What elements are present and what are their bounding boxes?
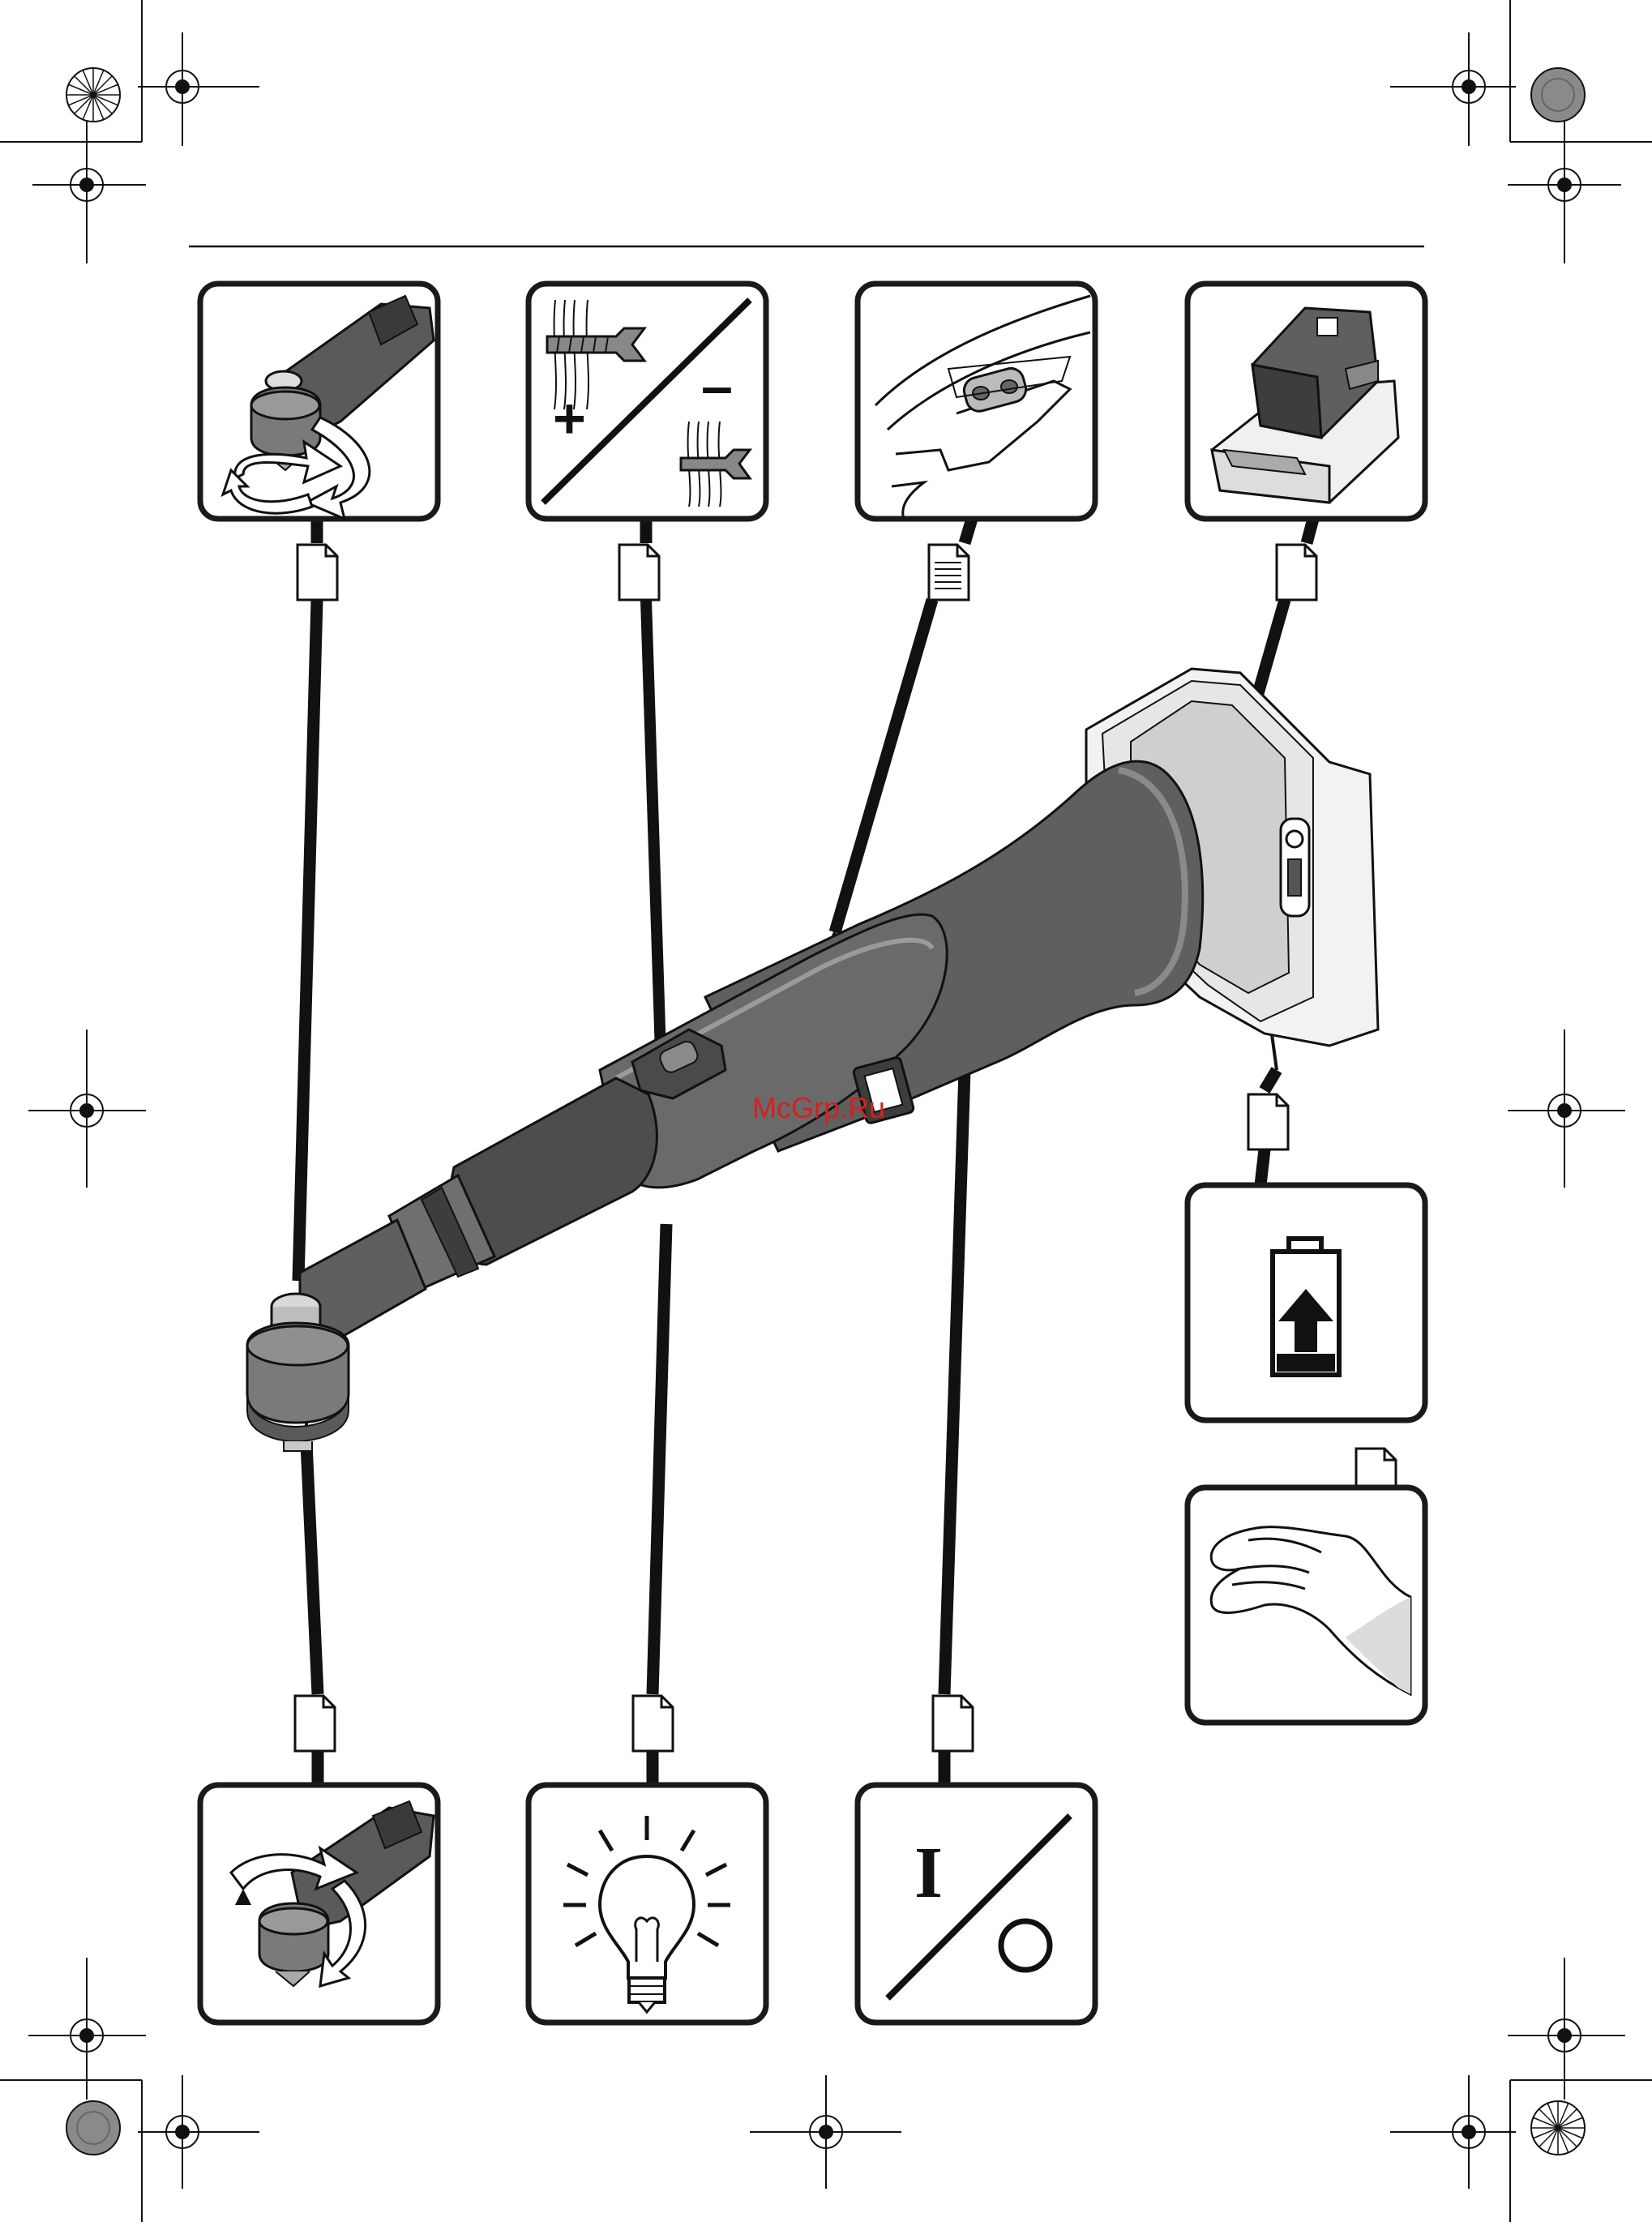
panel-speed-selector bbox=[858, 284, 1095, 519]
panel-battery-charger bbox=[1188, 284, 1425, 519]
registration-target-icon bbox=[66, 68, 120, 122]
panel-chuck-change bbox=[200, 1785, 438, 2023]
crosshair-icon bbox=[32, 122, 146, 263]
crosshair-icon bbox=[1390, 32, 1516, 146]
registration-gray-disc-icon bbox=[66, 2101, 120, 2155]
registration-gray-disc-icon bbox=[1531, 68, 1585, 122]
doc-icon bbox=[295, 1696, 335, 1751]
doc-icon bbox=[1248, 1094, 1288, 1149]
crosshair-icon bbox=[750, 2075, 901, 2189]
doc-icon bbox=[619, 545, 659, 600]
crosshair-icon bbox=[28, 1958, 146, 2100]
crosshair-icon bbox=[28, 1030, 146, 1188]
panel-tool-head-rotation bbox=[200, 284, 438, 519]
crosshair-icon bbox=[138, 2075, 259, 2189]
panel-torque-setting: + – bbox=[529, 284, 766, 519]
crosshair-icon bbox=[1390, 2075, 1516, 2189]
panel-on-off-switch: I bbox=[858, 1785, 1095, 2023]
crosshair-icon bbox=[1508, 1958, 1625, 2100]
watermark-text: McGrp.Ru bbox=[752, 1091, 885, 1125]
doc-icon bbox=[297, 545, 337, 600]
minus-sign: – bbox=[701, 354, 733, 417]
battery-charging-icon bbox=[1273, 1239, 1339, 1375]
doc-text-icon bbox=[929, 545, 969, 600]
doc-icon bbox=[933, 1696, 973, 1751]
panel-work-light bbox=[529, 1785, 766, 2023]
crosshair-icon bbox=[138, 32, 259, 146]
plus-sign: + bbox=[553, 387, 586, 450]
registration-target-icon bbox=[1531, 2101, 1585, 2155]
panel-hand-grip bbox=[1188, 1488, 1425, 1723]
crosshair-icon bbox=[1508, 122, 1621, 263]
panel-battery-charge-level bbox=[1188, 1185, 1425, 1420]
on-symbol: I bbox=[914, 1833, 943, 1913]
doc-icon bbox=[1277, 545, 1316, 600]
doc-icon bbox=[633, 1696, 673, 1751]
crosshair-icon bbox=[1508, 1030, 1625, 1188]
